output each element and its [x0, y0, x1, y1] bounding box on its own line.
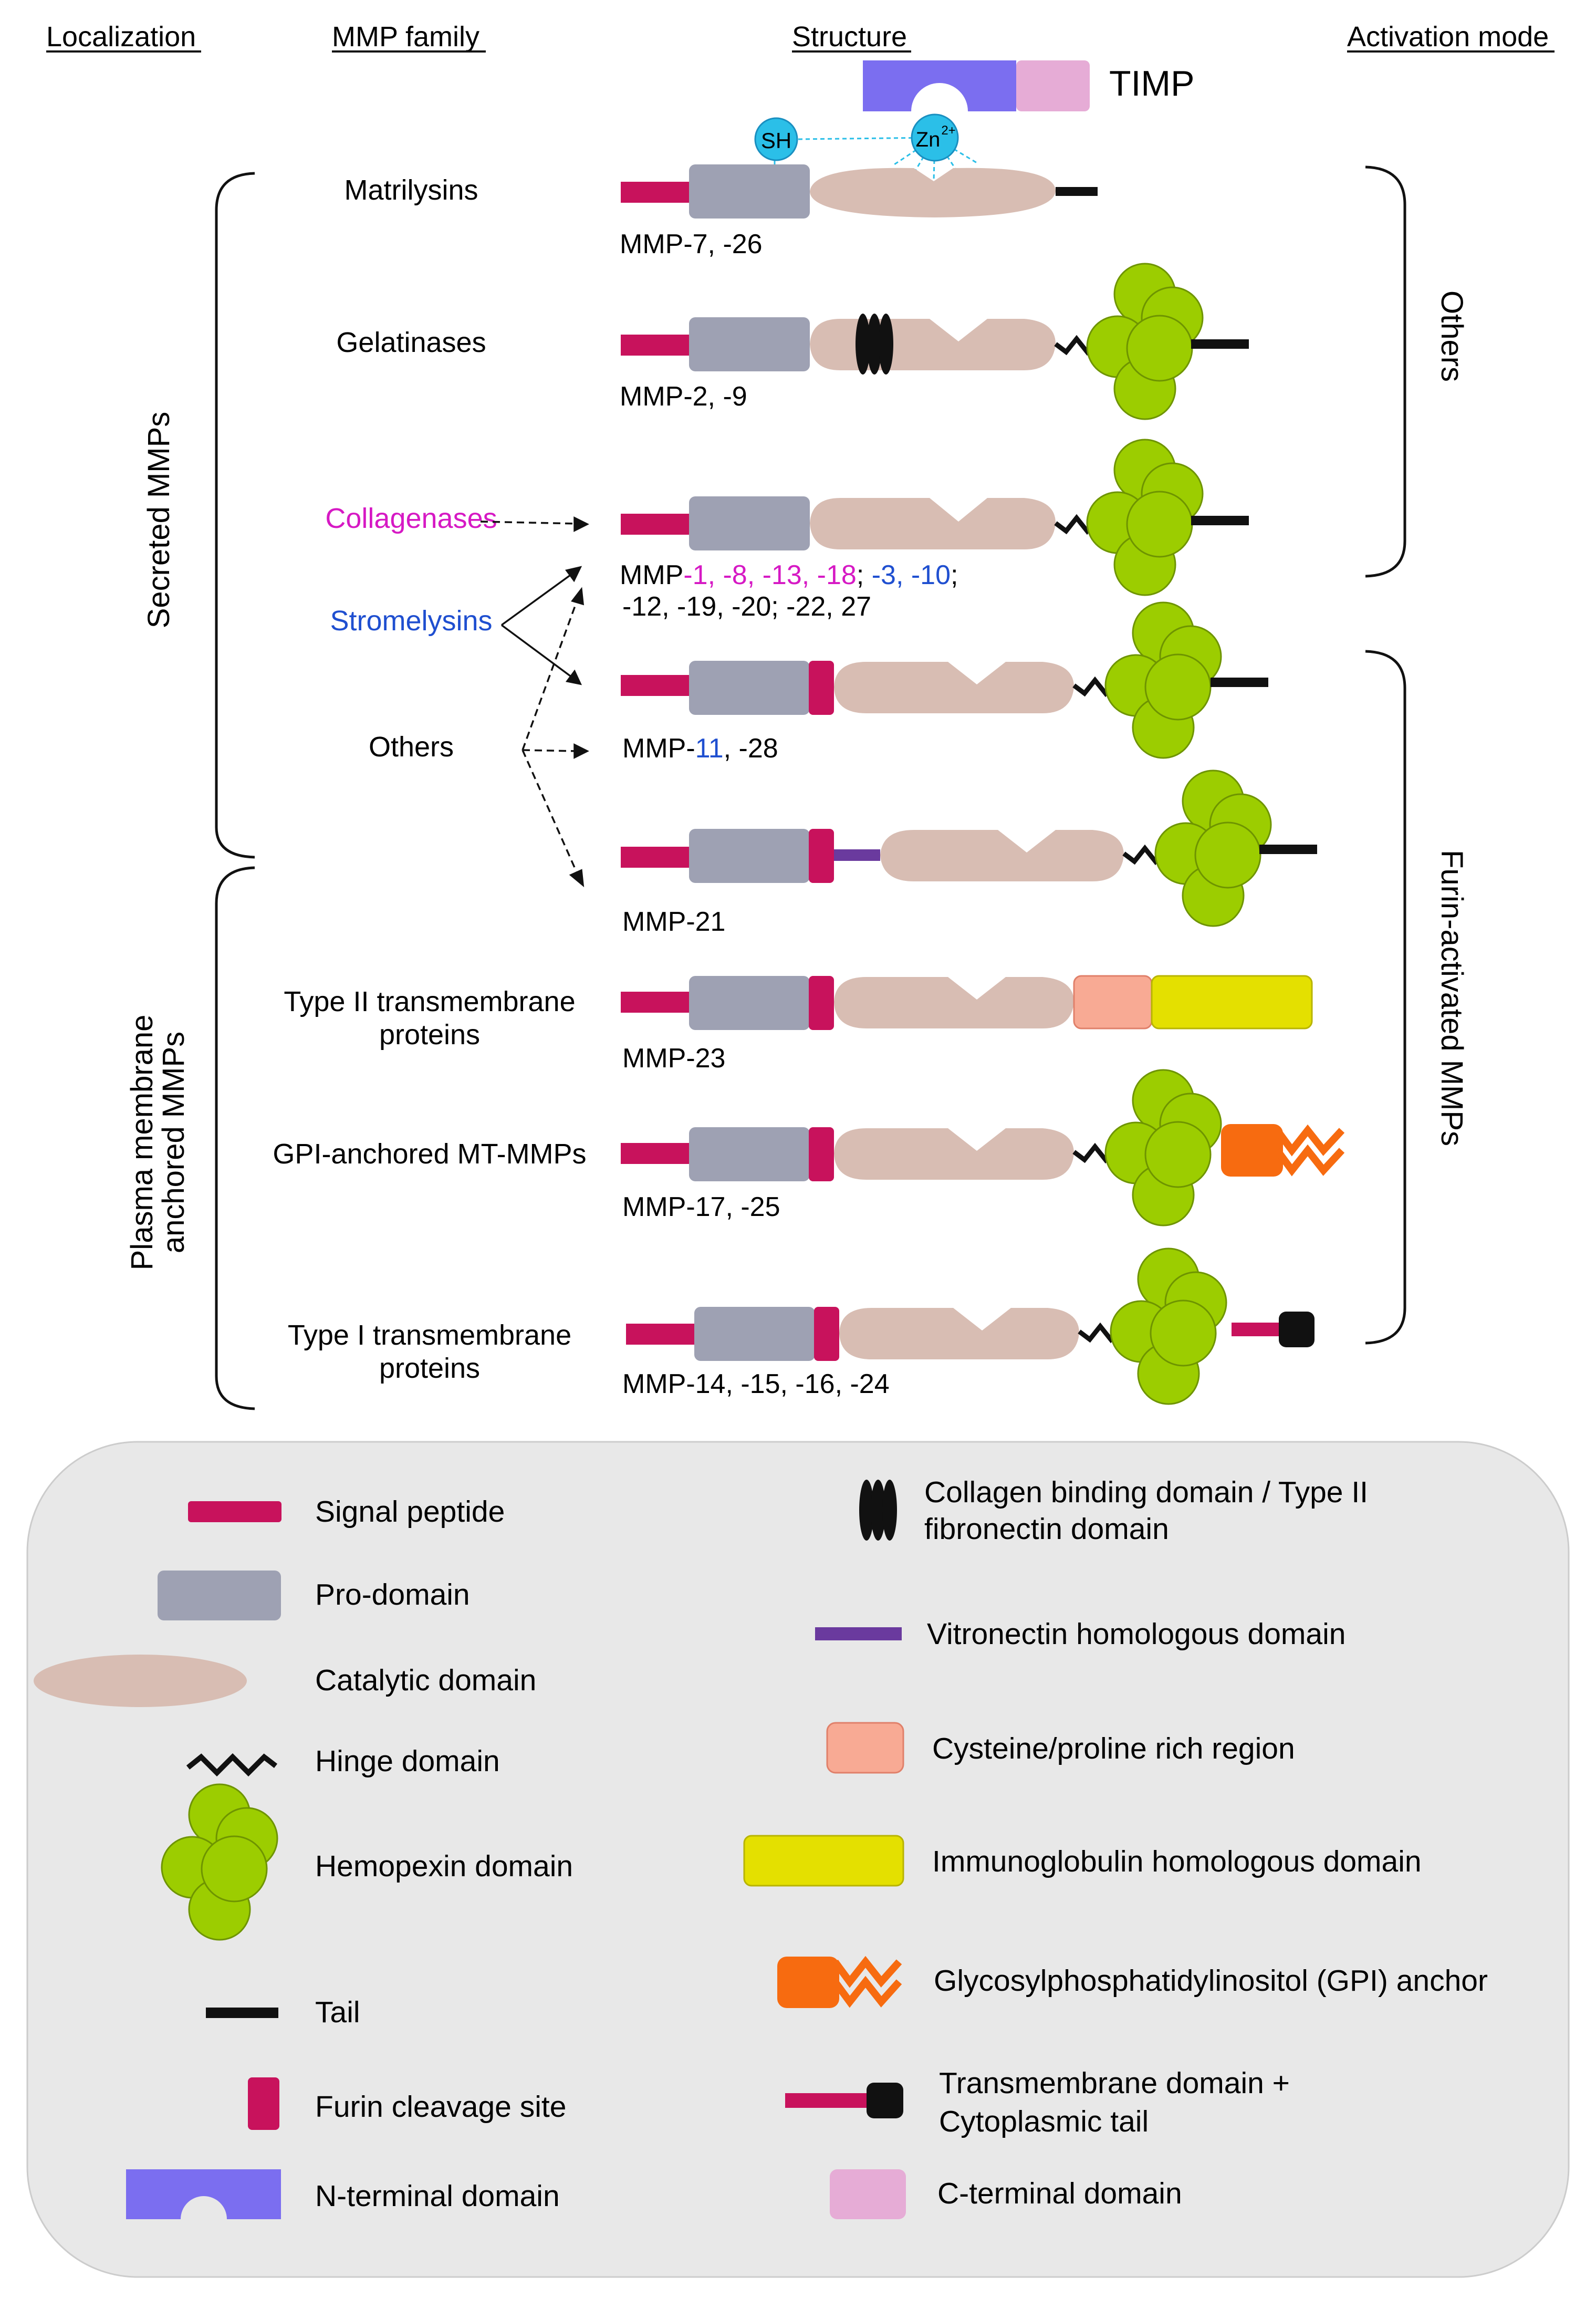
- legend-catalytic: Catalytic domain: [315, 1663, 536, 1697]
- legend-catalytic-swatch: [34, 1655, 247, 1707]
- header-activation: Activation mode: [1347, 21, 1549, 53]
- legend-tm-line2: Cytoplasmic tail: [939, 2105, 1149, 2138]
- legend-collagen-line1: Collagen binding domain / Type II: [924, 1475, 1368, 1509]
- legend-immuno-swatch: [743, 1835, 904, 1887]
- members-group-line2: -12, -19, -20; -22, 27: [622, 591, 871, 622]
- family-stromelysins: Stromelysins: [330, 605, 492, 637]
- legend-furin: Furin cleavage site: [315, 2090, 566, 2124]
- activation-furin: Furin-activated MMPs: [1435, 850, 1469, 1146]
- legend-cysteine-swatch: [826, 1722, 904, 1774]
- structure-mmp17: [621, 1069, 1345, 1226]
- family-collagenases: Collagenases: [325, 503, 497, 534]
- legend-collagen-line2: fibronectin domain: [924, 1512, 1169, 1546]
- members-matrilysins: MMP-7, -26: [620, 229, 763, 259]
- timp-n-terminal-domain: [863, 60, 1016, 111]
- legend-signal-swatch: [188, 1501, 281, 1522]
- activation-others: Others: [1435, 290, 1469, 382]
- timp-c-terminal-domain: [1016, 60, 1090, 111]
- members-mmp21: MMP-21: [622, 907, 725, 937]
- family-type1-line1: Type I transmembrane: [288, 1319, 571, 1351]
- structure-collagenases: [621, 439, 1249, 596]
- localization-plasma-line2: anchored MMPs: [157, 1032, 191, 1253]
- legend-cysteine: Cysteine/proline rich region: [932, 1732, 1295, 1765]
- structure-mmp11: [621, 601, 1268, 759]
- structure-mmp14: [626, 1247, 1315, 1405]
- members-mmp11: MMP-11, -28: [622, 733, 778, 764]
- legend-gpi: Glycosylphosphatidylinositol (GPI) ancho…: [934, 1964, 1488, 1998]
- legend-nterm: N-terminal domain: [315, 2179, 560, 2213]
- family-type2-line1: Type II transmembrane: [284, 986, 575, 1017]
- header-structure: Structure: [792, 21, 907, 53]
- zn-label: Zn: [916, 128, 941, 151]
- members-group: MMP-1, -8, -13, -18; -3, -10;: [620, 560, 958, 590]
- members-mmp14: MMP-14, -15, -16, -24: [622, 1369, 890, 1399]
- legend-hemopexin: Hemopexin domain: [315, 1849, 573, 1883]
- structure-gelatinases: [621, 263, 1249, 420]
- family-arrows: [480, 516, 589, 888]
- sh-zn-coordination: SH Zn 2+: [754, 113, 977, 182]
- localization-secreted: Secreted MMPs: [142, 412, 176, 629]
- structure-matrilysins: [621, 164, 1098, 219]
- header-localization: Localization: [46, 21, 196, 53]
- legend-collagen-swatch: [859, 1480, 897, 1541]
- family-type1-line2: proteins: [379, 1353, 480, 1384]
- family-gpi: GPI-anchored MT-MMPs: [273, 1138, 586, 1170]
- header-family: MMP family: [332, 21, 479, 53]
- legend-vitronectin-swatch: [815, 1627, 902, 1640]
- family-type2-line2: proteins: [379, 1019, 480, 1051]
- legend-furin-swatch: [248, 2077, 279, 2130]
- activation-brackets: [1365, 165, 1406, 1345]
- legend-pro: Pro-domain: [315, 1578, 470, 1611]
- timp-label: TIMP: [1109, 64, 1194, 103]
- family-matrilysins: Matrilysins: [344, 174, 478, 206]
- legend-cterm-swatch: [830, 2169, 906, 2219]
- timp: TIMP: [863, 60, 1194, 111]
- family-gelatinases: Gelatinases: [336, 327, 486, 358]
- members-mmp23: MMP-23: [622, 1043, 725, 1074]
- localization-plasma-line1: Plasma membrane: [125, 1015, 159, 1271]
- legend-gpi-swatch: [777, 1956, 902, 2008]
- legend-tail: Tail: [315, 1995, 360, 2029]
- legend-pro-swatch: [158, 1571, 281, 1620]
- legend-cterm: C-terminal domain: [937, 2177, 1182, 2210]
- members-gelatinases: MMP-2, -9: [620, 381, 747, 412]
- members-mmp17: MMP-17, -25: [622, 1192, 780, 1222]
- structure-mmp21: [621, 770, 1317, 927]
- structure-mmp23: [621, 975, 1313, 1030]
- legend-signal: Signal peptide: [315, 1495, 505, 1528]
- zinc-ion: [911, 113, 959, 162]
- family-others: Others: [369, 731, 454, 763]
- legend-tm-swatch: [785, 2083, 903, 2118]
- legend-nterm-swatch: [126, 2169, 281, 2219]
- legend-immuno: Immunoglobulin homologous domain: [932, 1845, 1422, 1878]
- sh-group: [754, 117, 798, 161]
- localization-brackets: [215, 172, 255, 1410]
- legend-tail-swatch: [206, 2008, 278, 2018]
- legend-hinge-swatch: [186, 1753, 278, 1777]
- sh-label: SH: [761, 128, 791, 153]
- legend-hinge: Hinge domain: [315, 1744, 500, 1778]
- legend-tm-line1: Transmembrane domain +: [939, 2066, 1290, 2100]
- zn-charge: 2+: [941, 123, 955, 138]
- legend-vitronectin: Vitronectin homologous domain: [927, 1617, 1345, 1651]
